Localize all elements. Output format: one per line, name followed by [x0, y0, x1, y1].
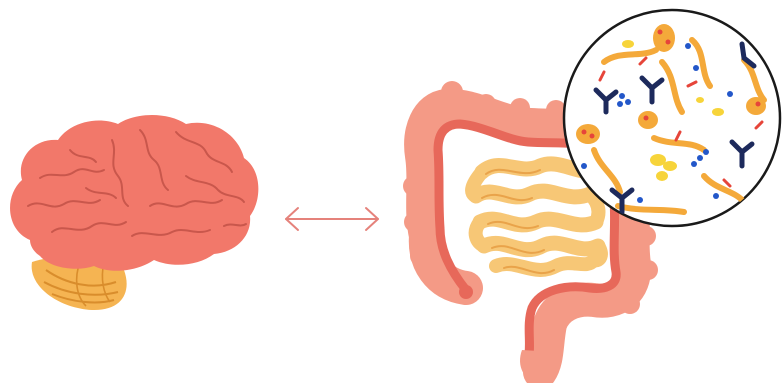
brain-icon [10, 115, 258, 310]
small-intestine [472, 164, 601, 273]
magnified-microbes-icon [564, 10, 780, 226]
double-arrow-icon [286, 208, 378, 230]
appendix [459, 285, 473, 299]
